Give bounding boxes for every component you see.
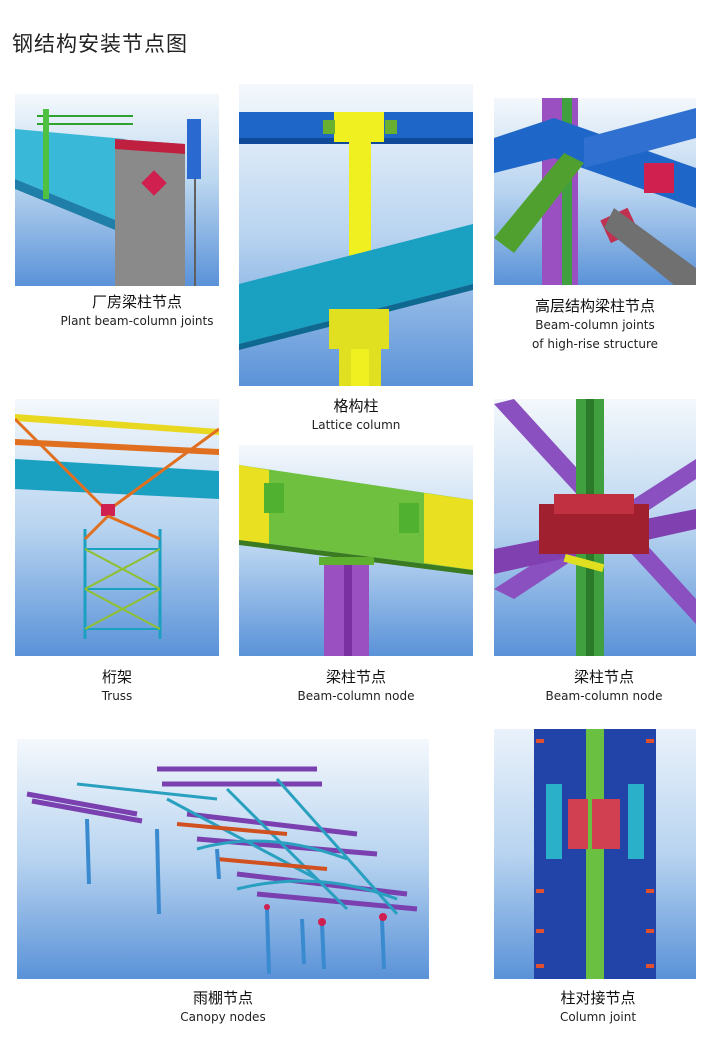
caption-en: Beam-column node — [297, 689, 415, 703]
caption-en: Lattice column — [311, 418, 401, 432]
caption-cn: 高层结构梁柱节点 — [534, 297, 655, 315]
caption-cn: 格构柱 — [333, 397, 379, 415]
caption-en-line2: of high-rise structure — [531, 337, 659, 351]
caption-en: Beam-column joints — [535, 318, 655, 332]
caption-high-rise-beam-column-joints: 高层结构梁柱节点 Beam-column joints of high-rise… — [482, 297, 708, 354]
image-canopy-nodes — [17, 739, 429, 979]
caption-en: Canopy nodes — [180, 1010, 266, 1024]
caption-canopy-nodes: 雨棚节点 Canopy nodes — [17, 989, 429, 1027]
caption-cn: 梁柱节点 — [325, 668, 386, 686]
image-beam-column-node-1 — [239, 445, 473, 656]
caption-truss: 桁架 Truss — [15, 668, 219, 706]
caption-cn: 梁柱节点 — [573, 668, 634, 686]
caption-en: Beam-column node — [545, 689, 663, 703]
caption-cn: 厂房梁柱节点 — [91, 293, 182, 311]
caption-cn: 雨棚节点 — [192, 989, 253, 1007]
caption-beam-column-node-2: 梁柱节点 Beam-column node — [494, 668, 710, 706]
caption-cn: 桁架 — [101, 668, 132, 686]
caption-cn: 柱对接节点 — [560, 989, 636, 1007]
caption-plant-beam-column-joints: 厂房梁柱节点 Plant beam-column joints — [15, 293, 259, 331]
image-lattice-column — [239, 84, 473, 386]
image-plant-beam-column-joints — [15, 94, 219, 286]
image-column-joint — [494, 729, 696, 979]
image-high-rise-beam-column-joints — [494, 98, 696, 285]
caption-en: Plant beam-column joints — [60, 314, 214, 328]
caption-column-joint: 柱对接节点 Column joint — [494, 989, 702, 1027]
page-title: 钢结构安装节点图 — [12, 32, 188, 56]
caption-beam-column-node-1: 梁柱节点 Beam-column node — [239, 668, 473, 706]
caption-lattice-column: 格构柱 Lattice column — [239, 397, 473, 435]
caption-en: Column joint — [559, 1010, 637, 1024]
image-truss — [15, 399, 219, 656]
caption-en: Truss — [101, 689, 133, 703]
image-beam-column-node-2 — [494, 399, 696, 656]
